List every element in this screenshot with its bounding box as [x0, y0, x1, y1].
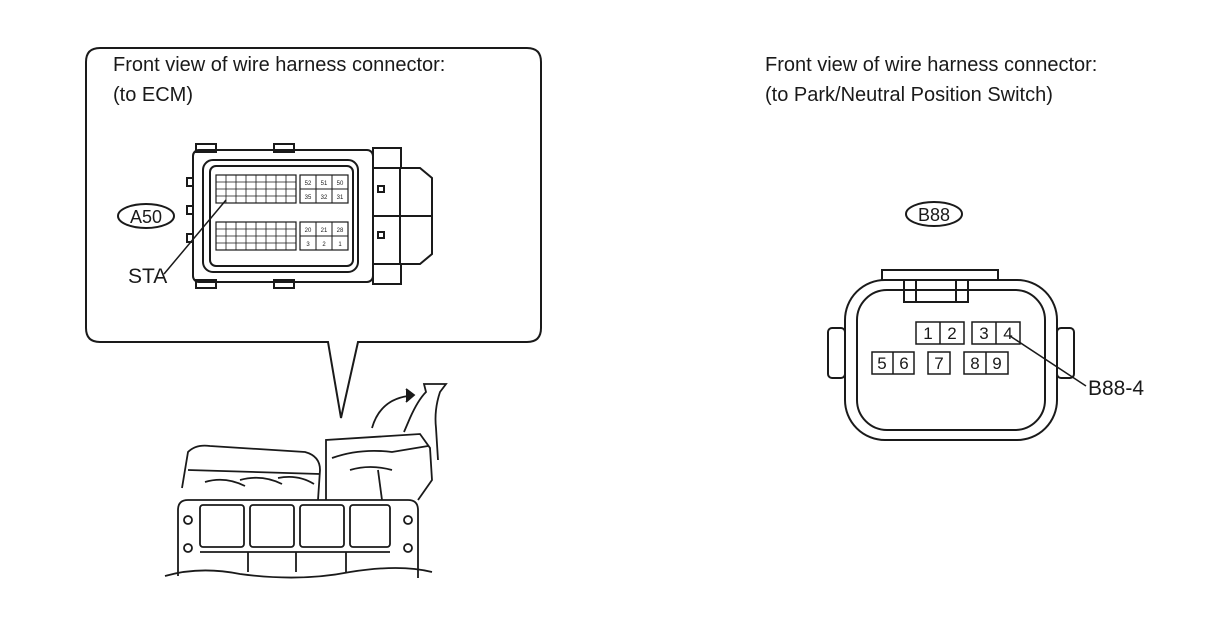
left-heading-line2: (to ECM) [113, 84, 193, 106]
ecm-unit-illustration [164, 383, 448, 579]
left-heading-line1: Front view of wire harness connector: [113, 54, 446, 76]
ecm-connector-a50 [186, 143, 433, 289]
callout-bubble [85, 47, 542, 419]
pnp-switch-connector-b88 [827, 269, 1075, 441]
right-heading-line2: (to Park/Neutral Position Switch) [765, 84, 1053, 106]
b88-id-circle [905, 201, 963, 227]
ecm-pin-31: 31 [337, 195, 344, 201]
ecm-pin-32: 32 [321, 195, 328, 201]
b88-4-leader-line [1009, 335, 1087, 387]
b88-4-callout-label: B88-4 [1088, 377, 1145, 400]
ecm-pin-2: 2 [322, 242, 326, 248]
unlock-direction-arrow [371, 395, 409, 429]
ecm-pin-28: 28 [337, 228, 344, 234]
b88-pin-2: 2 [947, 324, 956, 343]
ecm-pin-35: 35 [305, 195, 312, 201]
right-heading-line1: Front view of wire harness connector: [765, 54, 1098, 76]
ecm-pin-52: 52 [305, 181, 312, 187]
ecm-pin-20: 20 [305, 228, 312, 234]
b88-pin-5: 5 [877, 354, 886, 373]
b88-pin-7: 7 [934, 354, 943, 373]
b88-id-label: B88 [918, 205, 950, 225]
ecm-pin-51: 51 [321, 181, 328, 187]
a50-id-circle [117, 203, 175, 229]
b88-pin-8: 8 [970, 354, 979, 373]
ecm-pin-1: 1 [338, 242, 342, 248]
b88-pin-6: 6 [899, 354, 908, 373]
ecm-pin-3: 3 [306, 242, 310, 248]
a50-id-label: A50 [130, 207, 162, 227]
sta-leader-line [163, 199, 227, 275]
b88-pin-3: 3 [979, 324, 988, 343]
b88-pin-4: 4 [1003, 324, 1012, 343]
sta-callout-label: STA [128, 265, 168, 288]
ecm-pin-50: 50 [337, 181, 344, 187]
b88-pin-1: 1 [923, 324, 932, 343]
b88-pin-9: 9 [992, 354, 1001, 373]
ecm-pin-21: 21 [321, 228, 328, 234]
